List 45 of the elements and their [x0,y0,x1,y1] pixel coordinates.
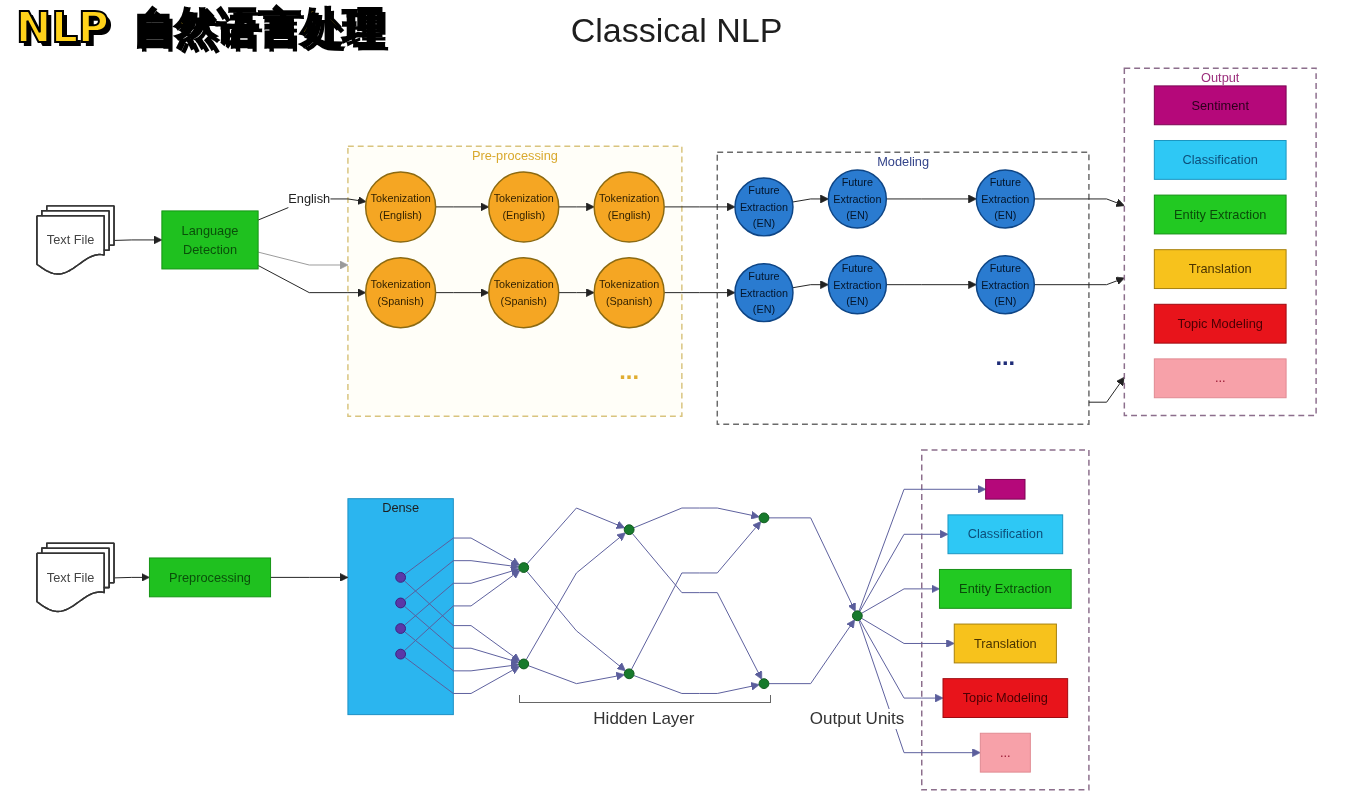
banner-title: 自然语言处理 [131,2,386,54]
node-text: ... [619,357,639,384]
node-circle: Future Extraction (EN) [827,169,888,229]
diagram-title: Classical NLP [569,10,784,51]
node-circle: Tokenization (English) [593,171,665,243]
node-box: Translation [1153,249,1287,290]
node-circle [623,524,635,536]
node-circle [395,572,407,583]
node-circle: Tokenization (English) [488,171,560,243]
node-box: Classification [1153,140,1287,180]
node-circle [395,648,407,660]
node-circle: Tokenization (English) [364,171,437,243]
node-circle: Future Extraction (EN) [975,254,1036,315]
banner-title: NLP [15,2,110,54]
node-circle [518,658,530,670]
node-box: Topic Modeling [1153,303,1287,344]
cluster: Dense [347,498,454,716]
node-circle [758,678,770,690]
node-circle: Tokenization (Spanish) [593,256,665,329]
node-circle: Future Extraction (EN) [975,169,1036,229]
node-box: Sentiment [1153,85,1287,126]
node-circle: Future Extraction (EN) [734,262,794,323]
node-box: Entity Extraction [1153,194,1287,235]
node-box: Preprocessing [148,557,272,598]
node-box: Classification [947,514,1064,555]
node-text: ... [995,343,1016,370]
node-box: Language Detection [161,210,259,270]
node-box: Topic Modeling [942,678,1069,718]
edge-label: English [288,191,331,207]
node-circle: Future Extraction (EN) [827,254,888,315]
node-circle [758,512,770,524]
node-circle [851,610,863,622]
node-bar [985,478,1026,500]
node-circle: Future Extraction (EN) [734,177,794,237]
cluster [921,449,1090,791]
node-circle [518,562,530,573]
node-circle: Tokenization (Spanish) [488,256,560,329]
node-box: Entity Extraction [938,568,1072,609]
node-box: Translation [953,623,1057,664]
node-circle [623,668,635,680]
node-circle [395,623,407,634]
node-circle [395,597,407,609]
node-box: ... [979,732,1031,773]
node-box: ... [1153,358,1287,399]
node-circle: Tokenization (Spanish) [364,256,437,329]
